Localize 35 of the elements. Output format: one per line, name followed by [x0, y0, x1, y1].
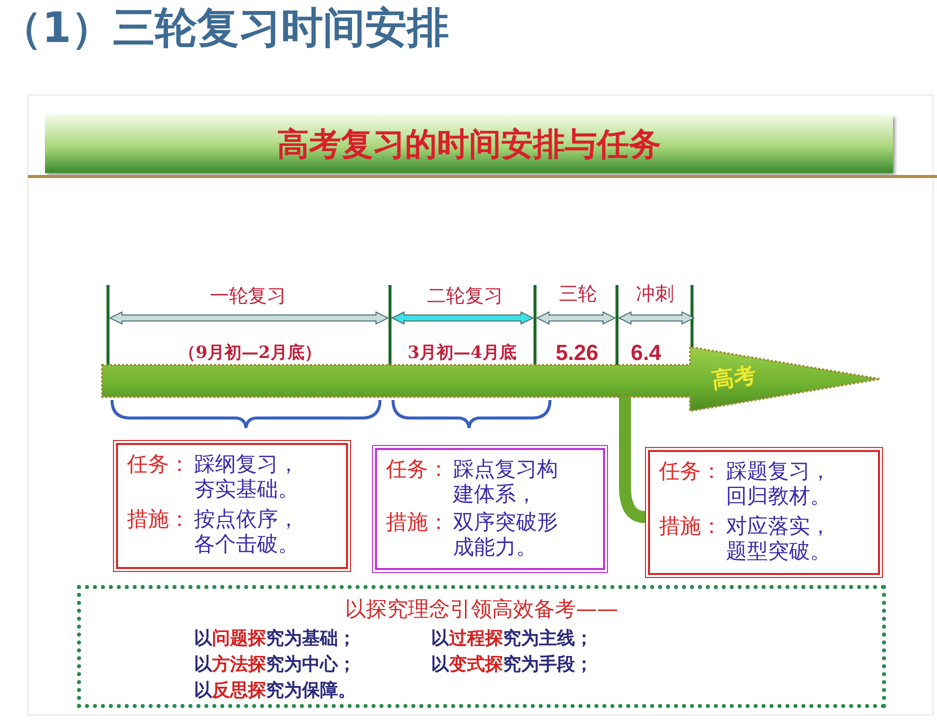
task-box [113, 440, 351, 572]
task-text: 按点依序，各个击破。 [194, 507, 300, 558]
field-label: 任务： [659, 459, 722, 485]
task-text: 踩点复习构建体系， [453, 457, 559, 508]
field-label: 措施： [386, 510, 449, 536]
field-label: 任务： [127, 452, 190, 478]
task-box [645, 447, 883, 578]
task-text: 对应落实，题型突破。 [726, 514, 832, 565]
date-label: 5.26 [556, 340, 598, 366]
field-label: 措施： [127, 507, 190, 533]
note-heading: 以探究理念引领高效备考—— [344, 596, 619, 623]
date-range: （9月初—2月底） [178, 342, 322, 364]
note-line: 以问题探究为基础； [194, 627, 356, 650]
note-line: 以反思探究为保障。 [194, 679, 356, 702]
note-line: 以过程探究为主线； [431, 627, 593, 650]
phase-label: 二轮复习 [427, 284, 503, 309]
phase-label: 三轮 [559, 282, 597, 307]
task-text: 踩题复习，回归教材。 [726, 459, 832, 510]
phase-label: 冲刺 [636, 282, 674, 307]
date-range: 3月初—4月底 [408, 342, 516, 364]
note-line: 以变式探究为手段； [431, 653, 593, 676]
connector [619, 397, 646, 523]
task-box [372, 445, 608, 573]
field-label: 措施： [659, 514, 722, 540]
phase-label: 一轮复习 [210, 284, 286, 309]
note-box [77, 585, 886, 708]
task-text: 双序突破形成能力。 [453, 510, 559, 561]
date-label: 6.4 [630, 340, 662, 366]
title-banner [45, 115, 893, 173]
banner-title: 高考复习的时间安排与任务 [276, 124, 662, 165]
page-title: （1）三轮复习时间安排 [0, 2, 450, 54]
field-label: 任务： [386, 457, 449, 483]
timeline-label: 高考 [710, 361, 758, 396]
task-text: 踩纲复习，夯实基础。 [194, 452, 300, 504]
note-line: 以方法探究为中心； [194, 653, 356, 676]
